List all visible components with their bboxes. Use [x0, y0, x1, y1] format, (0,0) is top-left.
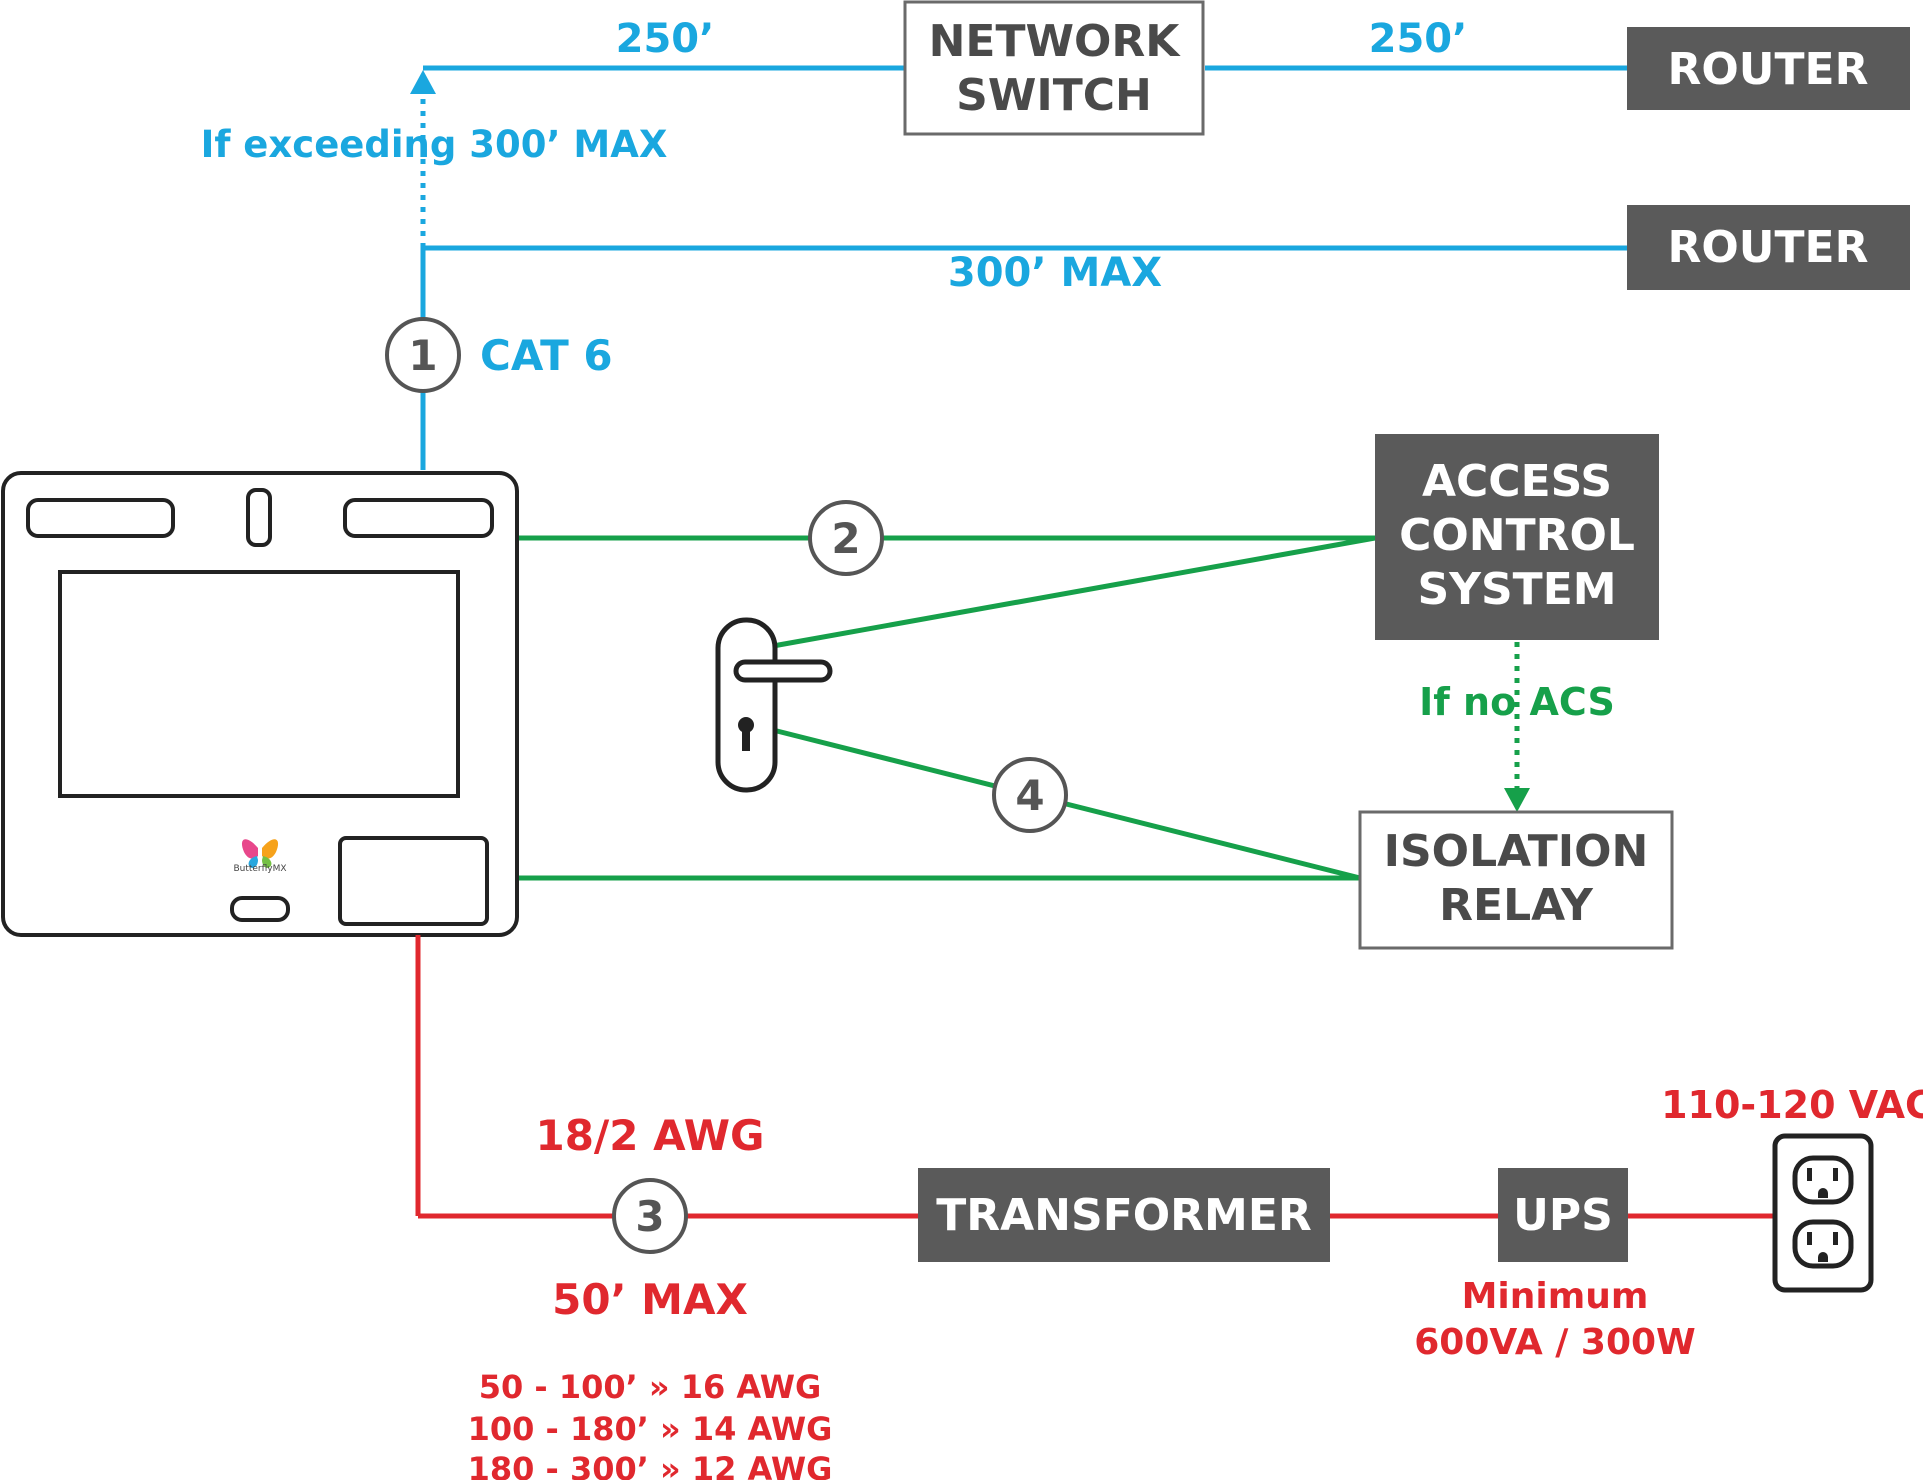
isolation-relay-box: ISOLATION RELAY	[1358, 810, 1674, 950]
svg-text:3: 3	[635, 1192, 664, 1241]
network-run-left-label: 250’	[616, 16, 715, 62]
relay-line1: ISOLATION	[1384, 826, 1649, 877]
network-switch-line2: SWITCH	[956, 70, 1152, 121]
device-camera	[246, 488, 272, 547]
relay-line2: RELAY	[1439, 880, 1594, 931]
transformer-box: TRANSFORMER	[918, 1168, 1330, 1262]
device-speaker-right	[343, 498, 494, 538]
lock-to-acs-line	[772, 535, 1376, 649]
marker-4: 4	[992, 757, 1068, 833]
wire-gauge-label: 18/2 AWG	[535, 1111, 764, 1160]
exceeding-note: If exceeding 300’ MAX	[201, 123, 668, 166]
intercom-device: ButterflyMX	[1, 471, 519, 937]
svg-text:2: 2	[831, 514, 860, 563]
acs-line3: SYSTEM	[1417, 564, 1616, 615]
power-max-run-label: 50’ MAX	[552, 1275, 748, 1324]
network-switch-box: NETWORK SWITCH	[903, 0, 1205, 136]
router-top-label: ROUTER	[1668, 44, 1869, 95]
network-switch-line1: NETWORK	[929, 16, 1182, 67]
network-max-run-label: 300’ MAX	[948, 250, 1162, 296]
network-wiring	[410, 65, 1627, 470]
marker-3: 3	[612, 1178, 688, 1254]
gauge-row-3: 180 - 300’ » 12 AWG	[468, 1450, 833, 1480]
router-bottom-label: ROUTER	[1668, 222, 1869, 273]
device-speaker-left	[26, 498, 175, 538]
outlet-socket-top	[1792, 1155, 1854, 1205]
router-bottom-box: ROUTER	[1627, 205, 1910, 290]
ups-label: UPS	[1513, 1190, 1613, 1241]
ups-min-line1: Minimum	[1462, 1276, 1649, 1317]
acs-line2: CONTROL	[1399, 510, 1635, 561]
no-acs-note: If no ACS	[1419, 680, 1615, 724]
device-button	[230, 896, 290, 922]
butterfly-logo-icon	[241, 839, 279, 868]
marker-2: 2	[808, 500, 884, 576]
outlet-socket-bottom	[1792, 1219, 1854, 1269]
device-screen	[58, 570, 460, 798]
svg-text:4: 4	[1015, 771, 1044, 820]
network-arrow-icon	[410, 70, 436, 94]
transformer-label: TRANSFORMER	[936, 1190, 1312, 1241]
ups-min-line2: 600VA / 300W	[1414, 1322, 1696, 1363]
cable-type-label: CAT 6	[480, 331, 613, 380]
acs-line1: ACCESS	[1422, 456, 1612, 507]
marker-1: 1	[385, 317, 461, 393]
outlet-voltage-label: 110-120 VAC	[1661, 1083, 1923, 1127]
no-acs-arrow-icon	[1504, 788, 1530, 812]
router-top-box: ROUTER	[1627, 27, 1910, 110]
device-reader-pad	[338, 836, 489, 926]
gauge-row-2: 100 - 180’ » 14 AWG	[468, 1410, 833, 1448]
power-outlet-icon	[1772, 1133, 1874, 1293]
gauge-row-1: 50 - 100’ » 16 AWG	[479, 1368, 822, 1406]
access-control-system-box: ACCESS CONTROL SYSTEM	[1375, 434, 1659, 640]
device-logo-text: ButterflyMX	[233, 864, 286, 874]
svg-text:1: 1	[408, 331, 437, 380]
network-run-right-label: 250’	[1369, 16, 1468, 62]
ups-box: UPS	[1498, 1168, 1628, 1262]
door-handle-icon	[715, 617, 833, 793]
